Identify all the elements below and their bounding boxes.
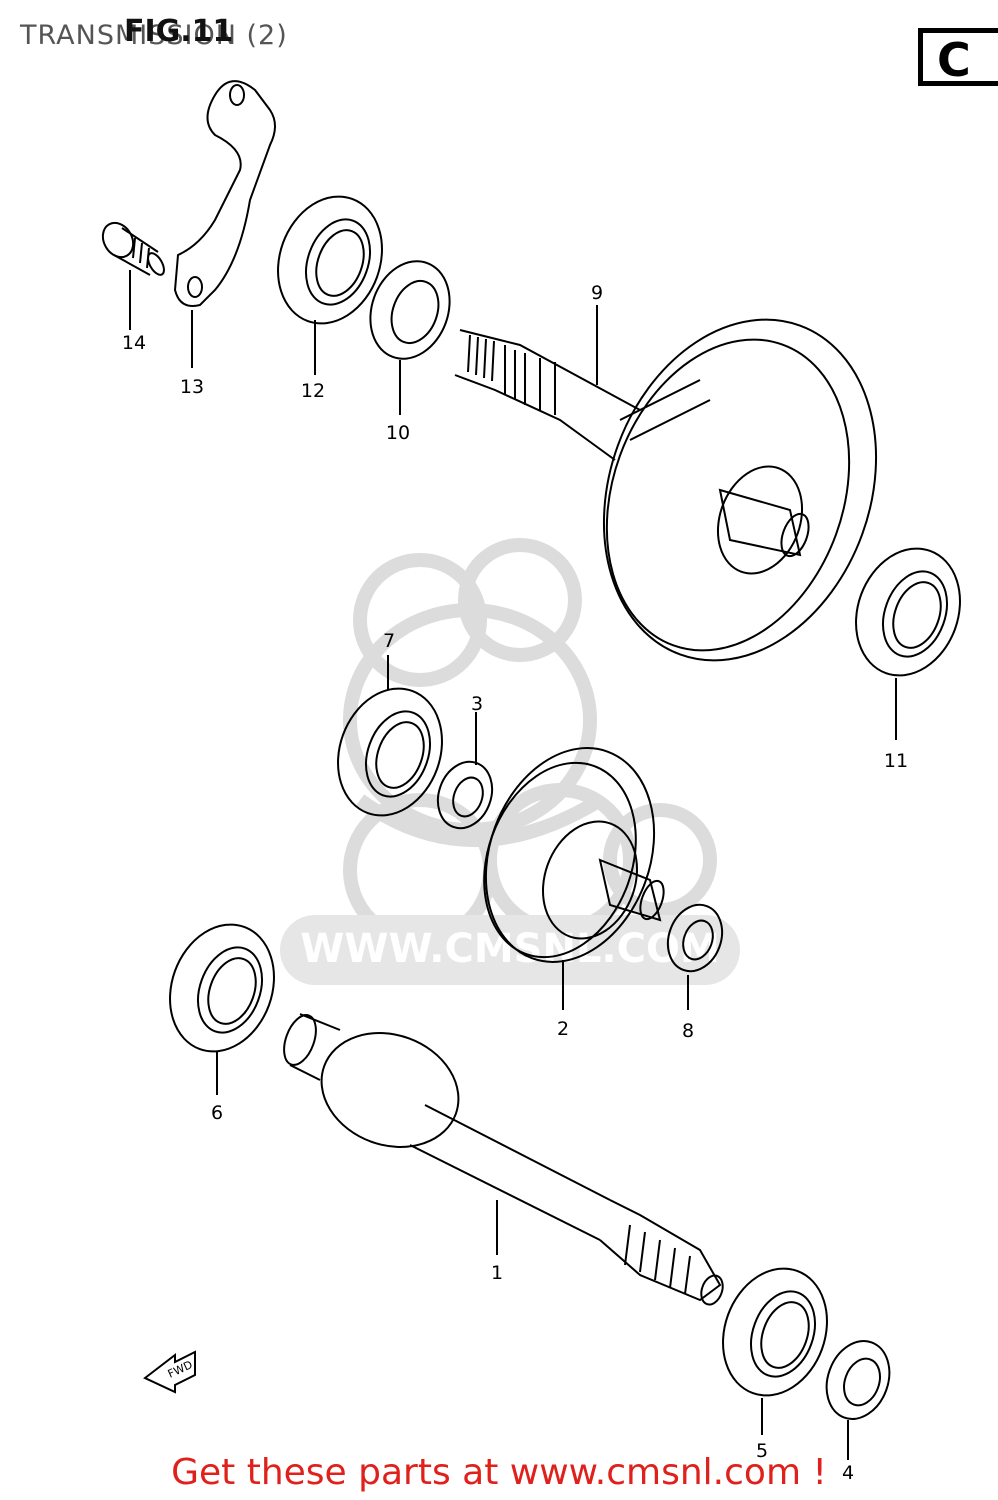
callout-7: 7 (382, 630, 396, 652)
oil-seal-10 (369, 260, 451, 415)
gear-2 (483, 747, 665, 1010)
watermark-url: WWW.CMSNL.COM (300, 926, 720, 972)
page-title: TRANSMISSION (2) (20, 20, 288, 51)
callout-5: 5 (755, 1440, 769, 1462)
callout-9: 9 (590, 282, 604, 304)
bolt-14 (101, 221, 165, 330)
callout-10: 10 (385, 422, 411, 444)
callout-14: 14 (121, 332, 147, 354)
callout-2: 2 (556, 1018, 570, 1040)
section-code-box: C (918, 28, 998, 87)
washer-8 (666, 903, 724, 1010)
callout-13: 13 (179, 376, 205, 398)
forward-arrow-icon (143, 1350, 196, 1394)
bearing-11 (855, 547, 961, 740)
washer-3 (436, 712, 494, 830)
callout-4: 4 (841, 1462, 855, 1484)
callout-12: 12 (300, 380, 326, 402)
bracket-13 (173, 80, 276, 368)
countershaft-gear-9 (454, 305, 878, 662)
footer-link-text[interactable]: Get these parts at www.cmsnl.com ! (171, 1452, 827, 1493)
section-code: C (937, 33, 971, 87)
drive-shaft-1 (283, 1013, 724, 1306)
callout-8: 8 (681, 1020, 695, 1042)
bearing-12 (277, 195, 383, 375)
oil-seal-4 (825, 1340, 891, 1460)
callout-11: 11 (883, 750, 909, 772)
figure-label: FIG.11 (124, 14, 234, 49)
bearing-7 (337, 655, 443, 817)
bearing-6 (169, 923, 275, 1095)
bearing-5 (722, 1267, 828, 1435)
callout-1: 1 (490, 1262, 504, 1284)
cmsnl-watermark (280, 538, 740, 985)
callout-6: 6 (210, 1102, 224, 1124)
callout-3: 3 (470, 693, 484, 715)
